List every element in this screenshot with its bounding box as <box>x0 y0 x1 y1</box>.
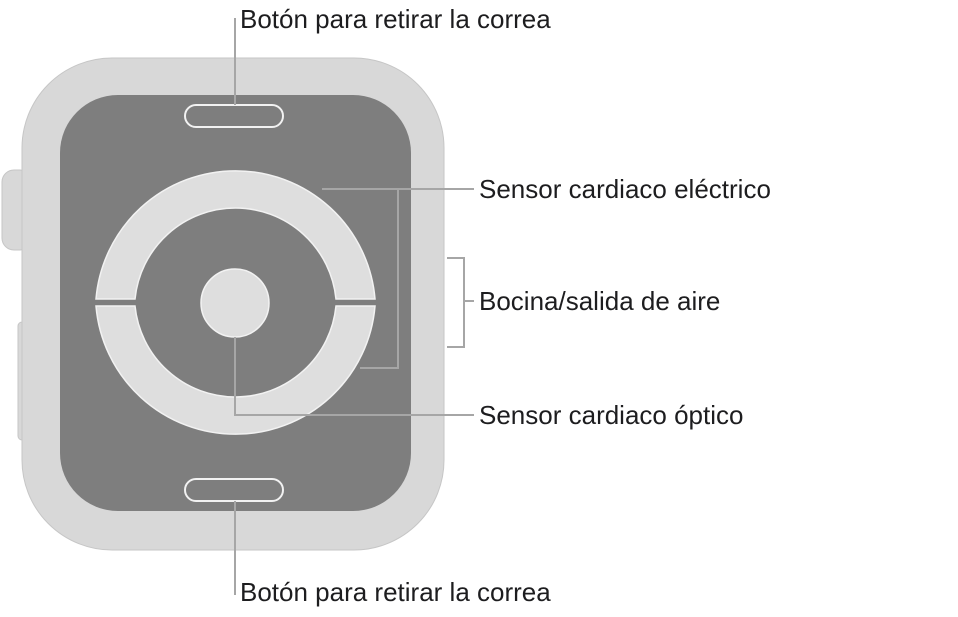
bottom-band-release-button <box>184 478 284 502</box>
top-band-button-label: Botón para retirar la correa <box>240 4 551 34</box>
electrical-sensor-lower-ring <box>95 305 376 435</box>
optical-sensor-label: Sensor cardiaco óptico <box>479 400 743 430</box>
top-band-release-button <box>184 104 284 128</box>
electrical-sensor-label: Sensor cardiaco eléctrico <box>479 174 771 204</box>
speaker-vent-bracket <box>447 257 465 348</box>
bottom-band-button-label: Botón para retirar la correa <box>240 577 551 607</box>
optical-sensor <box>200 268 270 338</box>
optical-sensor-leader <box>234 337 474 416</box>
speaker-vent-label: Bocina/salida de aire <box>479 286 720 316</box>
electrical-sensor-leader <box>322 188 474 369</box>
electrical-sensor-upper-ring <box>95 170 376 300</box>
